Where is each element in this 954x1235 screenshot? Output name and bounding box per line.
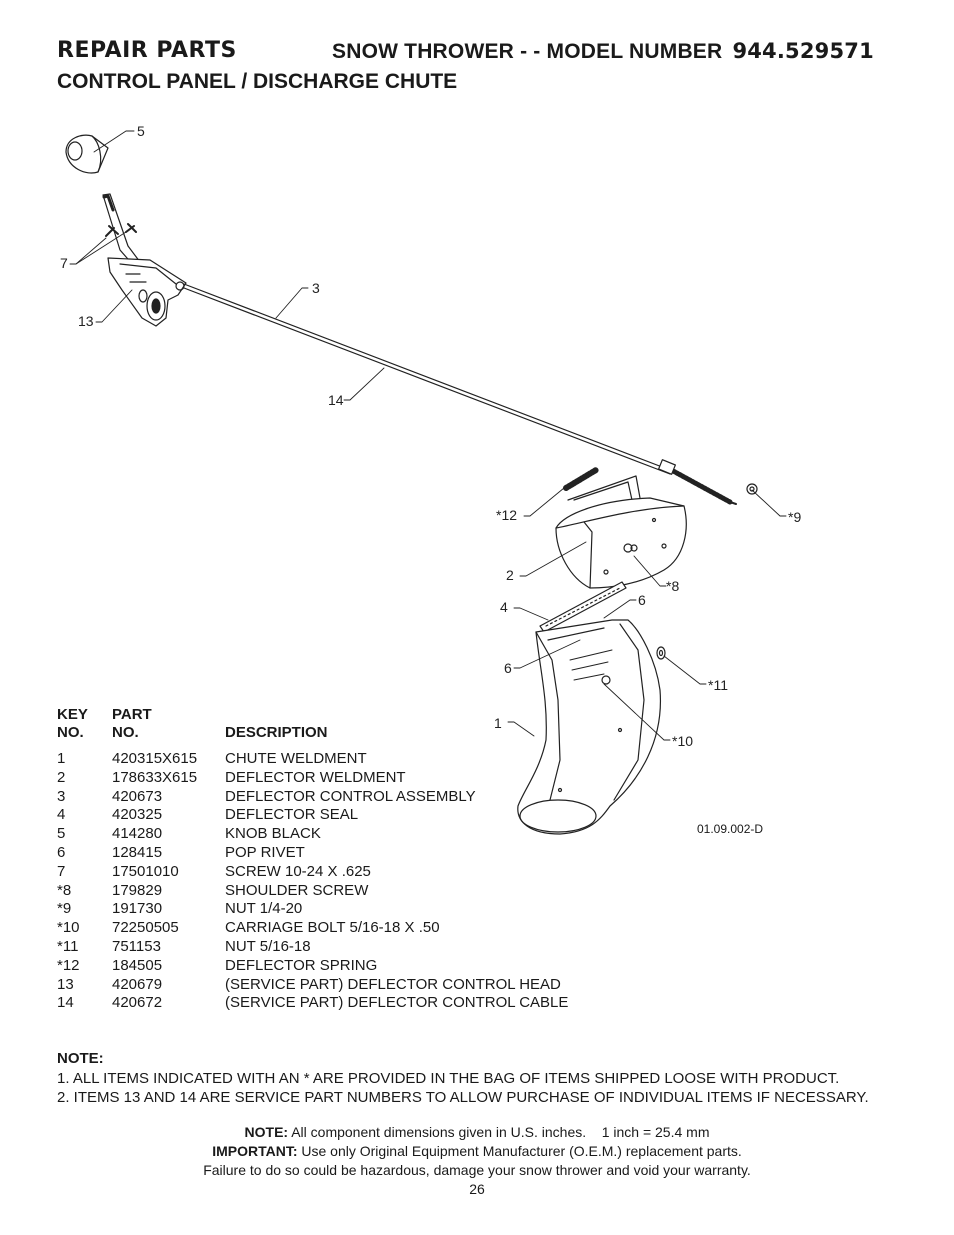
part-description: DEFLECTOR SPRING — [225, 956, 378, 974]
description-header: DESCRIPTION — [225, 724, 328, 741]
part-number: 420672 — [112, 994, 163, 1012]
part-no-header: PART NO. — [112, 706, 152, 742]
part-description: CHUTE WELDMENT — [225, 750, 367, 767]
key-number: 7 — [57, 862, 66, 880]
product-title: SNOW THROWER - - MODEL NUMBER 944.529571 — [332, 39, 874, 64]
key-number: 14 — [57, 994, 74, 1012]
part-number: 17501010 — [112, 862, 179, 880]
part-description: SHOULDER SCREW — [225, 881, 369, 899]
key-number: 13 — [57, 975, 74, 993]
part-number: 420673 — [112, 787, 163, 805]
key-number: 6 — [57, 843, 66, 861]
footer-important-text: Use only Original Equipment Manufacturer… — [301, 1143, 742, 1159]
footer-warning: Failure to do so could be hazardous, dam… — [203, 1162, 751, 1178]
notes-title: NOTE: — [57, 1050, 104, 1067]
callout-3: 3 — [312, 280, 320, 296]
callout-6-top: 6 — [638, 592, 646, 608]
part-number: 420679 — [112, 975, 163, 993]
callout-5: 5 — [137, 123, 145, 139]
part-header-line2: NO. — [112, 724, 139, 741]
key-header-line2: NO. — [57, 724, 84, 741]
callout-4: 4 — [500, 599, 508, 615]
part-description: DEFLECTOR SEAL — [225, 806, 359, 824]
footer-note-text: All component dimensions given in U.S. i… — [291, 1124, 587, 1140]
deflector-weldment-drawing — [555, 475, 687, 589]
callout-11: *11 — [708, 677, 728, 693]
chute-weldment-drawing — [517, 619, 662, 835]
note-item: 1. ALL ITEMS INDICATED WITH AN * ARE PRO… — [57, 1070, 840, 1087]
part-number: 751153 — [112, 937, 161, 955]
part-number: 420315X615 — [112, 750, 198, 767]
key-number: *10 — [57, 919, 80, 937]
key-number: 1 — [57, 750, 66, 767]
note-item: 2. ITEMS 13 AND 14 ARE SERVICE PART NUMB… — [57, 1089, 869, 1106]
product-label: SNOW THROWER - - MODEL NUMBER — [332, 40, 723, 63]
part-description: KNOB BLACK — [225, 825, 321, 843]
part-number: 72250505 — [112, 919, 179, 937]
page-subtitle: CONTROL PANEL / DISCHARGE CHUTE — [57, 70, 458, 93]
control-cable-drawing — [183, 283, 737, 505]
nut-5-16-drawing — [656, 646, 666, 660]
key-number: 2 — [57, 768, 66, 786]
callout-6-bottom: 6 — [504, 660, 512, 676]
part-header-line1: PART — [112, 706, 152, 723]
drawing-code: 01.09.002-D — [697, 822, 764, 836]
page-number: 26 — [469, 1181, 485, 1197]
part-number: 184505 — [112, 956, 163, 974]
section-title: REPAIR PARTS — [57, 38, 237, 63]
notes-list: 1. ALL ITEMS INDICATED WITH AN * ARE PRO… — [57, 1069, 869, 1107]
callout-9: *9 — [788, 509, 801, 525]
control-head-drawing — [107, 257, 187, 327]
key-number: *12 — [57, 956, 80, 974]
spring-drawing — [563, 467, 599, 491]
callout-8: *8 — [666, 578, 679, 594]
part-description: SCREW 10-24 X .625 — [225, 862, 371, 880]
knob-drawing — [65, 134, 109, 174]
part-description: CARRIAGE BOLT 5/16-18 X .50 — [225, 919, 440, 937]
part-description: DEFLECTOR WELDMENT — [225, 768, 406, 786]
callout-12: *12 — [496, 507, 517, 523]
key-no-header: KEY NO. — [57, 706, 88, 742]
key-number: 5 — [57, 825, 66, 843]
footer-conversion: 1 inch = 25.4 mm — [601, 1124, 710, 1140]
part-number: 420325 — [112, 806, 163, 824]
footer-important-label: IMPORTANT: — [212, 1143, 298, 1159]
exploded-parts-diagram: 5 7 3 13 14 *12 *9 2 *8 4 6 6 *11 1 *10 — [60, 123, 801, 835]
model-number: 944.529571 — [732, 39, 874, 63]
leader-lines — [69, 130, 787, 741]
callout-10: *10 — [672, 733, 693, 749]
part-number: 414280 — [112, 825, 163, 843]
part-description: NUT 5/16-18 — [225, 937, 311, 955]
part-description: DEFLECTOR CONTROL ASSEMBLY — [225, 787, 476, 805]
footer-dimensions-line: NOTE: All component dimensions given in … — [0, 1123, 954, 1142]
key-number: *11 — [57, 937, 79, 955]
nut-drawing — [746, 483, 758, 495]
callout-13: 13 — [78, 313, 94, 329]
callout-14: 14 — [328, 392, 344, 408]
part-description: (SERVICE PART) DEFLECTOR CONTROL CABLE — [225, 994, 569, 1012]
footer-note-label: NOTE: — [244, 1124, 289, 1140]
key-number: *9 — [57, 900, 72, 918]
part-description: NUT 1/4-20 — [225, 900, 303, 918]
callout-2: 2 — [506, 567, 514, 583]
part-number: 179829 — [112, 881, 163, 899]
callout-7: 7 — [60, 255, 68, 271]
part-description: (SERVICE PART) DEFLECTOR CONTROL HEAD — [225, 975, 561, 993]
part-number: 191730 — [112, 900, 163, 918]
part-number: 128415 — [112, 843, 163, 861]
key-number: 3 — [57, 787, 66, 805]
key-number: 4 — [57, 806, 66, 824]
key-header-line1: KEY — [57, 706, 88, 723]
key-number: *8 — [57, 881, 72, 899]
callout-1: 1 — [494, 715, 502, 731]
part-description: POP RIVET — [225, 843, 305, 861]
part-number: 178633X615 — [112, 768, 198, 786]
page-footer: NOTE: All component dimensions given in … — [0, 1123, 954, 1199]
footer-important-line: IMPORTANT: Use only Original Equipment M… — [0, 1142, 954, 1161]
deflector-seal-drawing — [539, 581, 627, 633]
